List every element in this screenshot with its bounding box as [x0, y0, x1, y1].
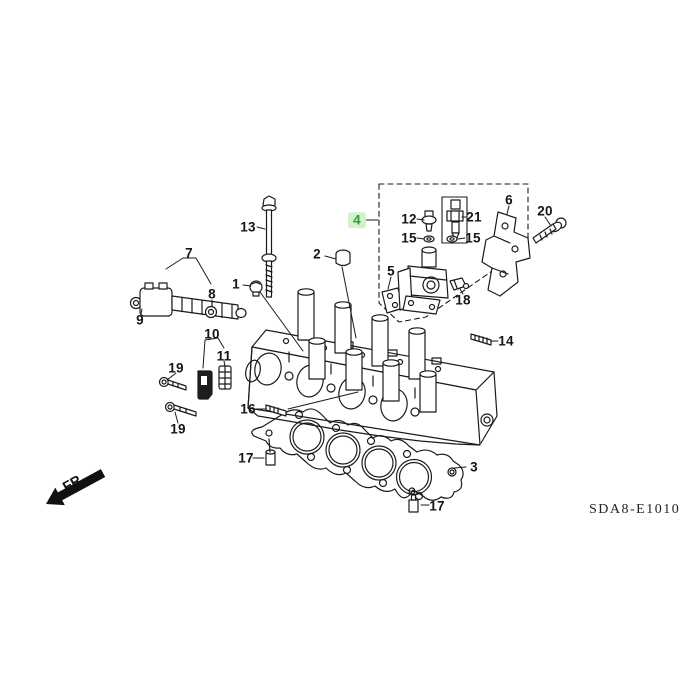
part-11-drawing [218, 365, 232, 390]
valve-guides-back-row [297, 288, 426, 380]
callout-6[interactable]: 6 [505, 192, 513, 208]
callout-1[interactable]: 1 [232, 276, 240, 292]
callout-10[interactable]: 10 [204, 326, 220, 342]
bolt-19-bottom-drawing [164, 401, 197, 417]
orifice-17-left-drawing [265, 438, 276, 466]
callout-13[interactable]: 13 [240, 219, 256, 235]
callout-12[interactable]: 12 [401, 211, 417, 227]
washer-15-left-drawing [423, 235, 435, 243]
callout-15-right[interactable]: 15 [465, 230, 481, 246]
diagram-code: SDA8-E1010 [589, 502, 680, 517]
sensor-21-drawing [446, 199, 464, 241]
spool-valve-drawing [397, 246, 449, 315]
callout-20[interactable]: 20 [537, 203, 553, 219]
actuator-7-drawing [129, 282, 247, 320]
sensor-10-drawing [197, 370, 213, 400]
sensor-21-box [441, 196, 468, 244]
ring-8-drawing [204, 305, 218, 319]
callout-19-bottom[interactable]: 19 [170, 421, 186, 437]
callout-15-left[interactable]: 15 [401, 230, 417, 246]
leader-lines [140, 205, 552, 506]
bolt-20-drawing [532, 217, 567, 244]
orifice-17-bottom-drawing [408, 493, 419, 513]
callout-19-top[interactable]: 19 [168, 360, 184, 376]
vtec-assembly-dashed-box [378, 183, 529, 323]
bolt-19-top-drawing [158, 376, 187, 391]
callout-21[interactable]: 21 [466, 209, 482, 225]
bracket-6-drawing [481, 211, 531, 297]
fr-direction-arrow: FR. [46, 469, 106, 506]
callout-9[interactable]: 9 [136, 312, 144, 328]
bolt-13-drawing [261, 195, 277, 298]
callout-11[interactable]: 11 [216, 348, 232, 364]
part-2-drawing [335, 249, 351, 267]
washer-15-right-drawing [446, 235, 458, 243]
callout-18[interactable]: 18 [455, 292, 471, 308]
callout-3[interactable]: 3 [470, 459, 478, 475]
callout-17-left[interactable]: 17 [238, 450, 254, 466]
callout-2[interactable]: 2 [313, 246, 321, 262]
part-1-drawing [249, 280, 263, 297]
callout-7[interactable]: 7 [185, 245, 193, 261]
cylinder-head-drawing [245, 329, 498, 446]
stud-14-drawing [470, 333, 492, 346]
callout-14[interactable]: 14 [498, 333, 514, 349]
callout-5[interactable]: 5 [387, 263, 395, 279]
valve-guides-front-row [308, 337, 437, 413]
callout-8[interactable]: 8 [208, 286, 216, 302]
callout-4[interactable]: 4 [348, 212, 366, 228]
callout-16[interactable]: 16 [240, 401, 256, 417]
stud-16-drawing [265, 404, 287, 417]
sensor-12-drawing [421, 210, 437, 232]
callout-17-bottom[interactable]: 17 [429, 498, 445, 514]
plug-18-drawing [449, 277, 470, 291]
